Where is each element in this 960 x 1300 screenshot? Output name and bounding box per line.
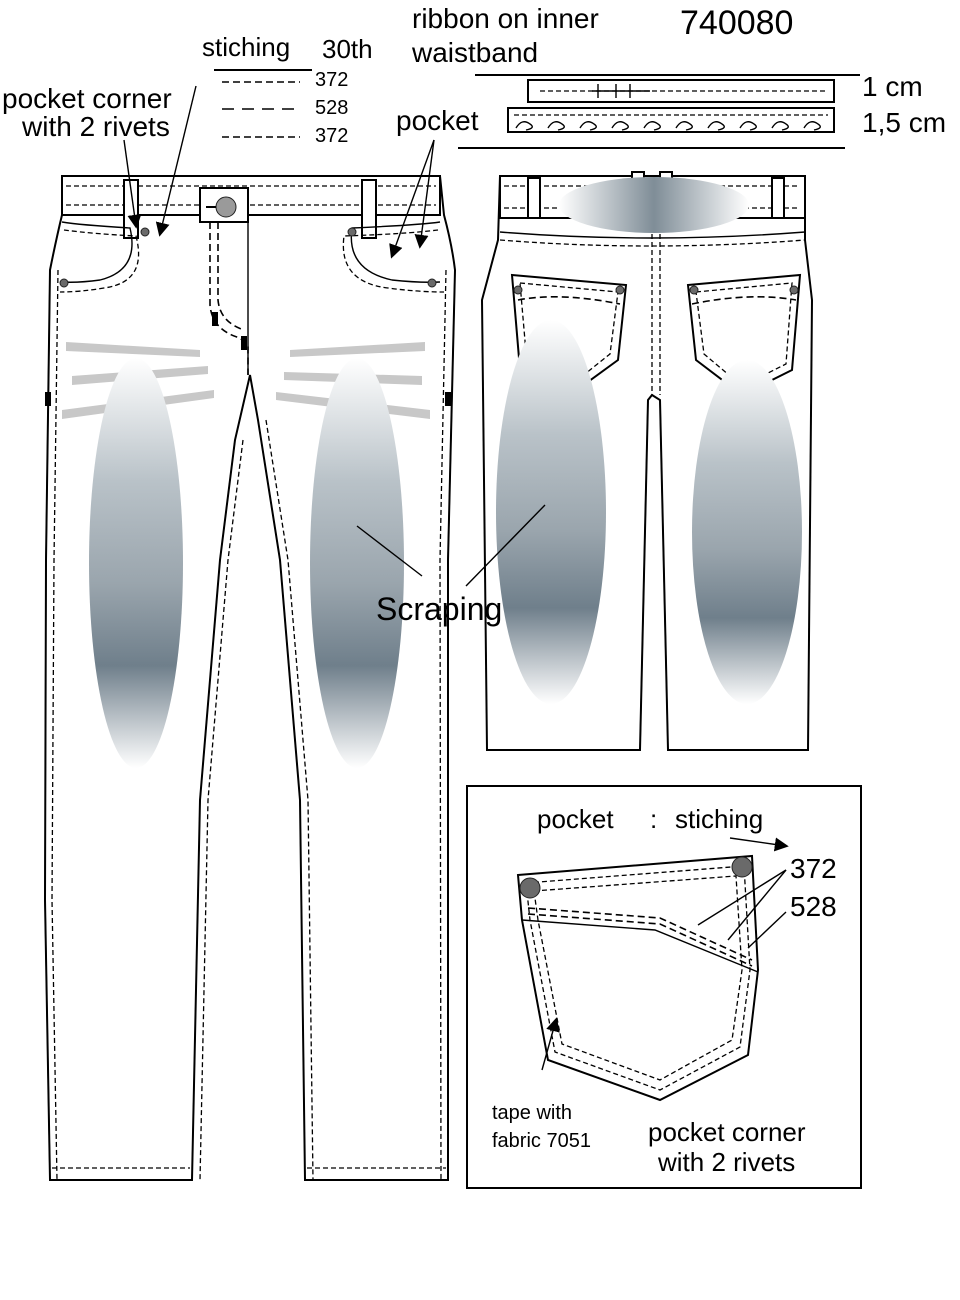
front-view: [43, 175, 457, 1181]
front-scraping-right: [310, 358, 404, 768]
detail-rivet-left: [519, 877, 541, 899]
front-side-tack-right: [445, 392, 451, 406]
pocket-tape-label: pocket: [396, 105, 479, 136]
back-inseam-left: [639, 399, 649, 751]
detail-pocket-stitch-outer: [525, 865, 751, 1091]
pocket-tape-width: 1,5 cm: [862, 107, 946, 138]
whisker-left-1: [66, 342, 200, 357]
detail-title-right: stiching: [675, 804, 763, 834]
front-belt-loop-right: [361, 179, 377, 239]
front-scraping-left: [89, 358, 183, 768]
detail-code-1: 372: [790, 853, 837, 884]
detail-pocket-stitch-inner: [533, 875, 743, 1081]
front-rivet-2: [59, 278, 69, 288]
back-belt-loop-1: [527, 177, 541, 219]
back-scraping-right: [692, 360, 802, 704]
detail-pocket-deco-2: [527, 913, 753, 967]
front-inseam-left-stitch: [191, 439, 236, 1181]
scraping-leader-front: [356, 525, 423, 577]
back-yoke-scraping: [559, 177, 749, 233]
stitch-code-2: 528: [315, 97, 348, 119]
back-outseam-right: [807, 299, 813, 751]
front-pocket-right-opening: [350, 221, 441, 283]
pocket-tape-swatch: [507, 107, 835, 133]
detail-rivet-right: [731, 856, 753, 878]
stitching-legend-title: stiching: [202, 32, 290, 62]
ribbon-label-line2: waistband: [411, 37, 538, 68]
front-rivet-3: [347, 227, 357, 237]
scraping-label: Scraping: [376, 591, 502, 627]
front-outseam-right: [447, 269, 456, 1180]
detail-code-1-leader-a: [697, 869, 787, 926]
front-pocket-left-stitch: [59, 229, 140, 293]
back-pocket-left-deco: [517, 296, 621, 305]
front-pocket-right-stitch: [342, 229, 445, 293]
back-inseam-right: [659, 399, 669, 751]
front-corner-arrow-2: [155, 85, 197, 237]
front-rivet-4: [427, 278, 437, 288]
back-yoke: [499, 231, 806, 239]
pocket-arrow-2: [414, 139, 435, 249]
detail-code-1-leader-b: [727, 869, 787, 941]
style-number: 740080: [680, 4, 793, 42]
front-button: [215, 196, 237, 218]
front-outseam-left-stitch: [51, 269, 59, 1181]
detail-corner-line2: with 2 rivets: [657, 1147, 795, 1177]
pocket-detail-box: pocket : stiching 372 528 tape with fabr…: [466, 785, 862, 1189]
detail-title-sep: :: [650, 804, 657, 834]
scraping-leader-back: [465, 504, 546, 587]
front-fly-bartack-1: [212, 312, 218, 326]
back-outseam-left: [481, 299, 488, 751]
front-inseam-right-stitch: [257, 419, 306, 1181]
whisker-right-1: [290, 342, 425, 357]
ribbon-label-mark: [592, 84, 650, 98]
detail-tape-arrow: [541, 1017, 560, 1071]
back-rivet-3: [689, 285, 699, 295]
back-rivet-4: [789, 285, 799, 295]
front-inseam-right-stitch-2: [265, 419, 314, 1181]
front-waistband: [61, 175, 441, 216]
back-yoke-stitch: [499, 239, 806, 247]
back-belt-loop-4: [771, 177, 785, 219]
detail-pocket-deco-1: [527, 907, 753, 961]
front-outseam-left: [44, 269, 51, 1181]
back-pocket-right-deco: [691, 296, 797, 305]
stitching-legend-thread: 30th: [322, 34, 373, 64]
front-fly-stitch-2: [217, 222, 245, 331]
back-view: [480, 171, 814, 751]
back-rivet-1: [513, 285, 523, 295]
back-rivet-2: [615, 285, 625, 295]
detail-title-arrow: [729, 837, 789, 852]
front-fly-bartack-2: [241, 336, 247, 350]
ribbon-width: 1 cm: [862, 71, 923, 102]
detail-title-left: pocket: [537, 804, 614, 834]
ribbon-label-line1: ribbon on inner: [412, 3, 599, 34]
detail-tape-line1: tape with: [492, 1102, 572, 1124]
detail-corner-line1: pocket corner: [648, 1117, 806, 1147]
front-side-tack-left: [45, 392, 51, 406]
stitch-code-3: 372: [315, 125, 348, 147]
detail-pocket-flap-line: [521, 919, 759, 973]
stitch-code-1: 372: [315, 69, 348, 91]
front-pocket-corner-line1: pocket corner: [2, 83, 172, 114]
pocket-tape-print: [515, 121, 821, 131]
front-outseam-right-stitch: [439, 269, 447, 1181]
pocket-arrow-1: [389, 139, 435, 259]
front-pocket-corner-line2: with 2 rivets: [21, 111, 170, 142]
detail-code-2-leader: [747, 911, 787, 949]
front-pocket-left-opening: [61, 221, 133, 283]
front-inseam-left-stitch-2: [199, 439, 244, 1181]
front-fly-stitch: [209, 222, 249, 375]
detail-code-2: 528: [790, 891, 837, 922]
back-scraping-left: [496, 320, 606, 704]
front-rivet-1: [140, 227, 150, 237]
detail-tape-line2: fabric 7051: [492, 1130, 591, 1152]
front-corner-arrow-1: [123, 139, 142, 229]
